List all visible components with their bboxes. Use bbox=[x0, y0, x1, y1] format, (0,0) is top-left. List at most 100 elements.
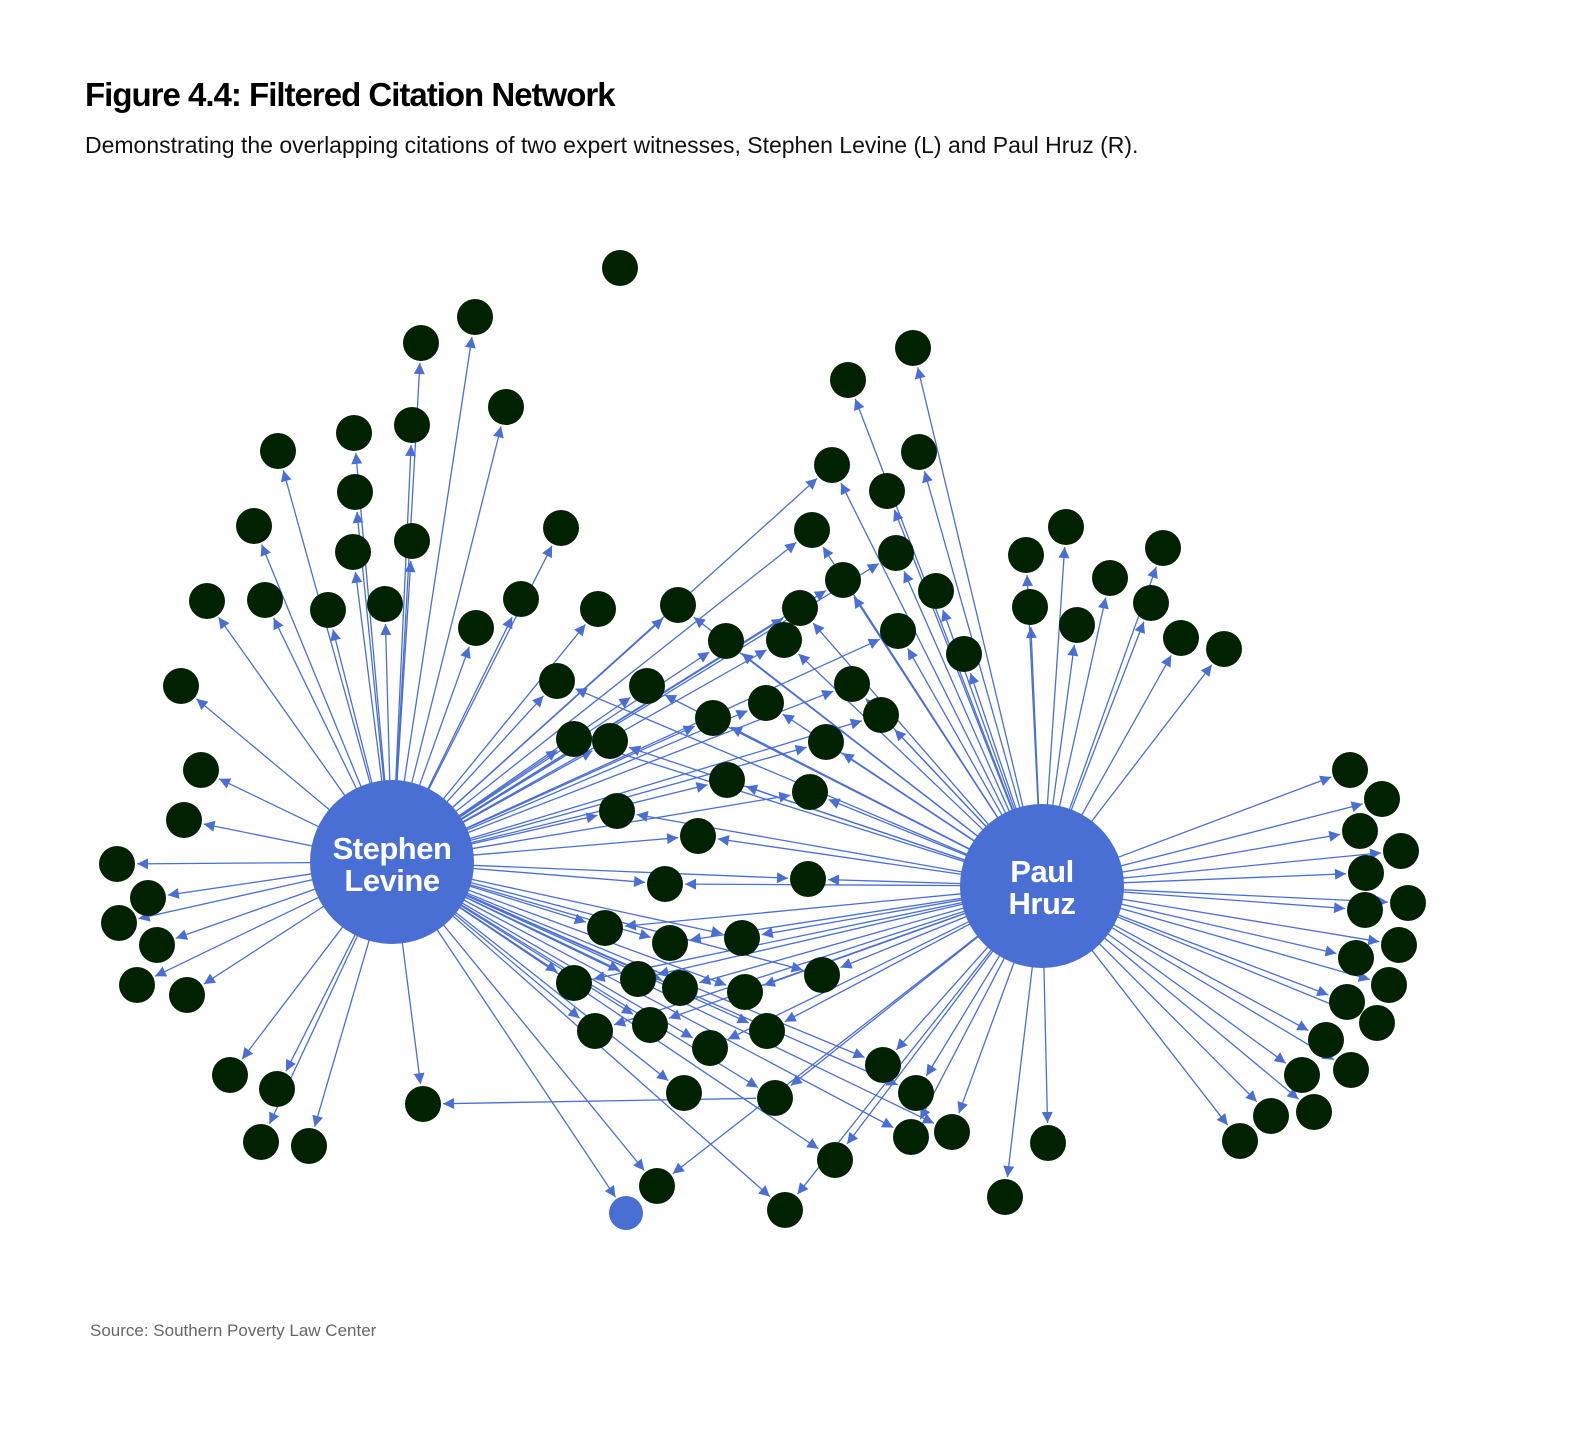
cited-work-node bbox=[166, 802, 202, 838]
citation-edge-hruz bbox=[790, 935, 980, 1087]
citation-edge-levine bbox=[451, 617, 664, 809]
cited-work-node bbox=[1347, 892, 1383, 928]
citation-edge-hruz bbox=[827, 874, 963, 886]
citation-edge-levine bbox=[471, 833, 679, 856]
citation-edge-levine bbox=[471, 867, 646, 887]
cited-work-node bbox=[539, 663, 575, 699]
cited-work-node bbox=[405, 1086, 441, 1122]
citation-edge-hruz bbox=[828, 798, 969, 857]
cited-work-node bbox=[825, 562, 861, 598]
citation-edge-hruz bbox=[657, 903, 965, 978]
citation-edge-levine bbox=[260, 544, 363, 789]
cited-work-node bbox=[1390, 885, 1426, 921]
citation-edge-levine bbox=[463, 896, 935, 1124]
citation-edge-hruz bbox=[914, 367, 1024, 809]
cited-work-node bbox=[599, 793, 635, 829]
figure-title: Figure 4.4: Filtered Citation Network bbox=[85, 76, 616, 113]
hub-paul-hruz bbox=[960, 804, 1124, 968]
cited-work-node bbox=[247, 582, 283, 618]
citation-edge-hruz bbox=[1119, 801, 1363, 867]
citation-edge-hruz bbox=[1110, 926, 1335, 1061]
cited-work-node bbox=[629, 668, 665, 704]
citation-edge-levine bbox=[464, 894, 750, 1024]
citation-edge-hruz bbox=[1041, 965, 1053, 1124]
cited-work-node bbox=[790, 861, 826, 897]
cited-work-node bbox=[647, 866, 683, 902]
citation-edge-hruz bbox=[1115, 915, 1359, 1017]
citation-edge-levine bbox=[464, 725, 696, 830]
cited-work-node bbox=[834, 666, 870, 702]
citation-edge-levine bbox=[442, 923, 645, 1171]
citation-edge-levine bbox=[403, 336, 476, 783]
citation-edge-hruz bbox=[1103, 936, 1300, 1100]
citation-edge-hruz bbox=[1080, 655, 1172, 817]
cited-work-node bbox=[757, 1080, 793, 1116]
cited-work-node bbox=[183, 752, 219, 788]
cited-work-node bbox=[808, 724, 844, 760]
citation-edge-hruz bbox=[1070, 621, 1145, 812]
cited-work-node bbox=[639, 1168, 675, 1204]
citation-edge-hruz bbox=[1119, 903, 1337, 957]
cited-work-node bbox=[1364, 781, 1400, 817]
cited-work-node bbox=[367, 586, 403, 622]
citation-edge-hruz bbox=[1003, 965, 1034, 1178]
blue-highlight-node bbox=[609, 1196, 643, 1230]
cited-work-node bbox=[1308, 1022, 1344, 1058]
hub-label-hruz-2: Hruz bbox=[1009, 886, 1076, 921]
citation-edge-levine bbox=[459, 904, 634, 1015]
cited-work-node bbox=[893, 1119, 929, 1155]
cited-work-node bbox=[139, 927, 175, 963]
cited-work-node bbox=[918, 573, 954, 609]
cited-work-node bbox=[212, 1057, 248, 1093]
citation-edge-levine bbox=[395, 444, 417, 783]
citation-edge-levine bbox=[203, 904, 326, 985]
citation-edge-hruz bbox=[842, 752, 976, 843]
citation-edge-levine bbox=[451, 914, 771, 1198]
cited-work-node bbox=[727, 974, 763, 1010]
cited-work-node bbox=[310, 592, 346, 628]
citation-edge-levine bbox=[241, 925, 345, 1060]
citation-edge-levine bbox=[454, 541, 797, 813]
cited-work-node bbox=[1329, 984, 1365, 1020]
citation-edge-hruz bbox=[1106, 932, 1287, 1064]
cited-work-node bbox=[662, 970, 698, 1006]
cited-work-node bbox=[592, 723, 628, 759]
citation-edge-hruz bbox=[840, 482, 1007, 815]
citation-edge-levine bbox=[457, 749, 558, 818]
citation-edge-hruz bbox=[1111, 923, 1309, 1032]
cited-work-node bbox=[1092, 560, 1128, 596]
cited-work-node bbox=[724, 920, 760, 956]
citation-edge-levine bbox=[457, 696, 631, 818]
cited-work-node bbox=[620, 961, 656, 997]
citation-edge-levine bbox=[203, 820, 314, 847]
citation-edge-levine bbox=[167, 873, 313, 899]
citation-edge-hruz bbox=[1121, 848, 1382, 879]
cited-work-node bbox=[602, 250, 638, 286]
citation-edge-hruz bbox=[575, 688, 969, 856]
citation-edge-levine bbox=[469, 812, 598, 845]
citation-edge-levine bbox=[273, 617, 358, 791]
hub-label-hruz-1: Paul bbox=[1010, 854, 1073, 889]
citation-edge-hruz bbox=[1046, 546, 1070, 807]
citation-edge-hruz bbox=[957, 960, 1016, 1114]
citation-edge-levine bbox=[380, 623, 392, 783]
citation-edge-hruz bbox=[846, 949, 995, 1145]
cited-work-node bbox=[1222, 1123, 1258, 1159]
citation-edge-hruz bbox=[699, 907, 966, 985]
cited-work-node bbox=[692, 1030, 728, 1066]
citation-edge-hruz bbox=[1120, 898, 1380, 946]
cited-work-node bbox=[336, 415, 372, 451]
cited-work-node bbox=[458, 610, 494, 646]
citation-edge-hruz bbox=[853, 596, 999, 820]
figure-subtitle: Demonstrating the overlapping citations … bbox=[85, 132, 1139, 158]
citation-edge-levine bbox=[468, 885, 587, 925]
hub-stephen-levine bbox=[310, 780, 474, 944]
citation-edge-hruz bbox=[907, 648, 1004, 817]
cited-work-node bbox=[335, 534, 371, 570]
citation-edge-hruz bbox=[717, 835, 963, 876]
cited-work-node bbox=[169, 977, 205, 1013]
citation-edge-hruz bbox=[894, 729, 988, 829]
cited-work-node bbox=[394, 523, 430, 559]
citation-edge-levine bbox=[195, 698, 332, 812]
citation-edge-hruz bbox=[1120, 830, 1341, 874]
